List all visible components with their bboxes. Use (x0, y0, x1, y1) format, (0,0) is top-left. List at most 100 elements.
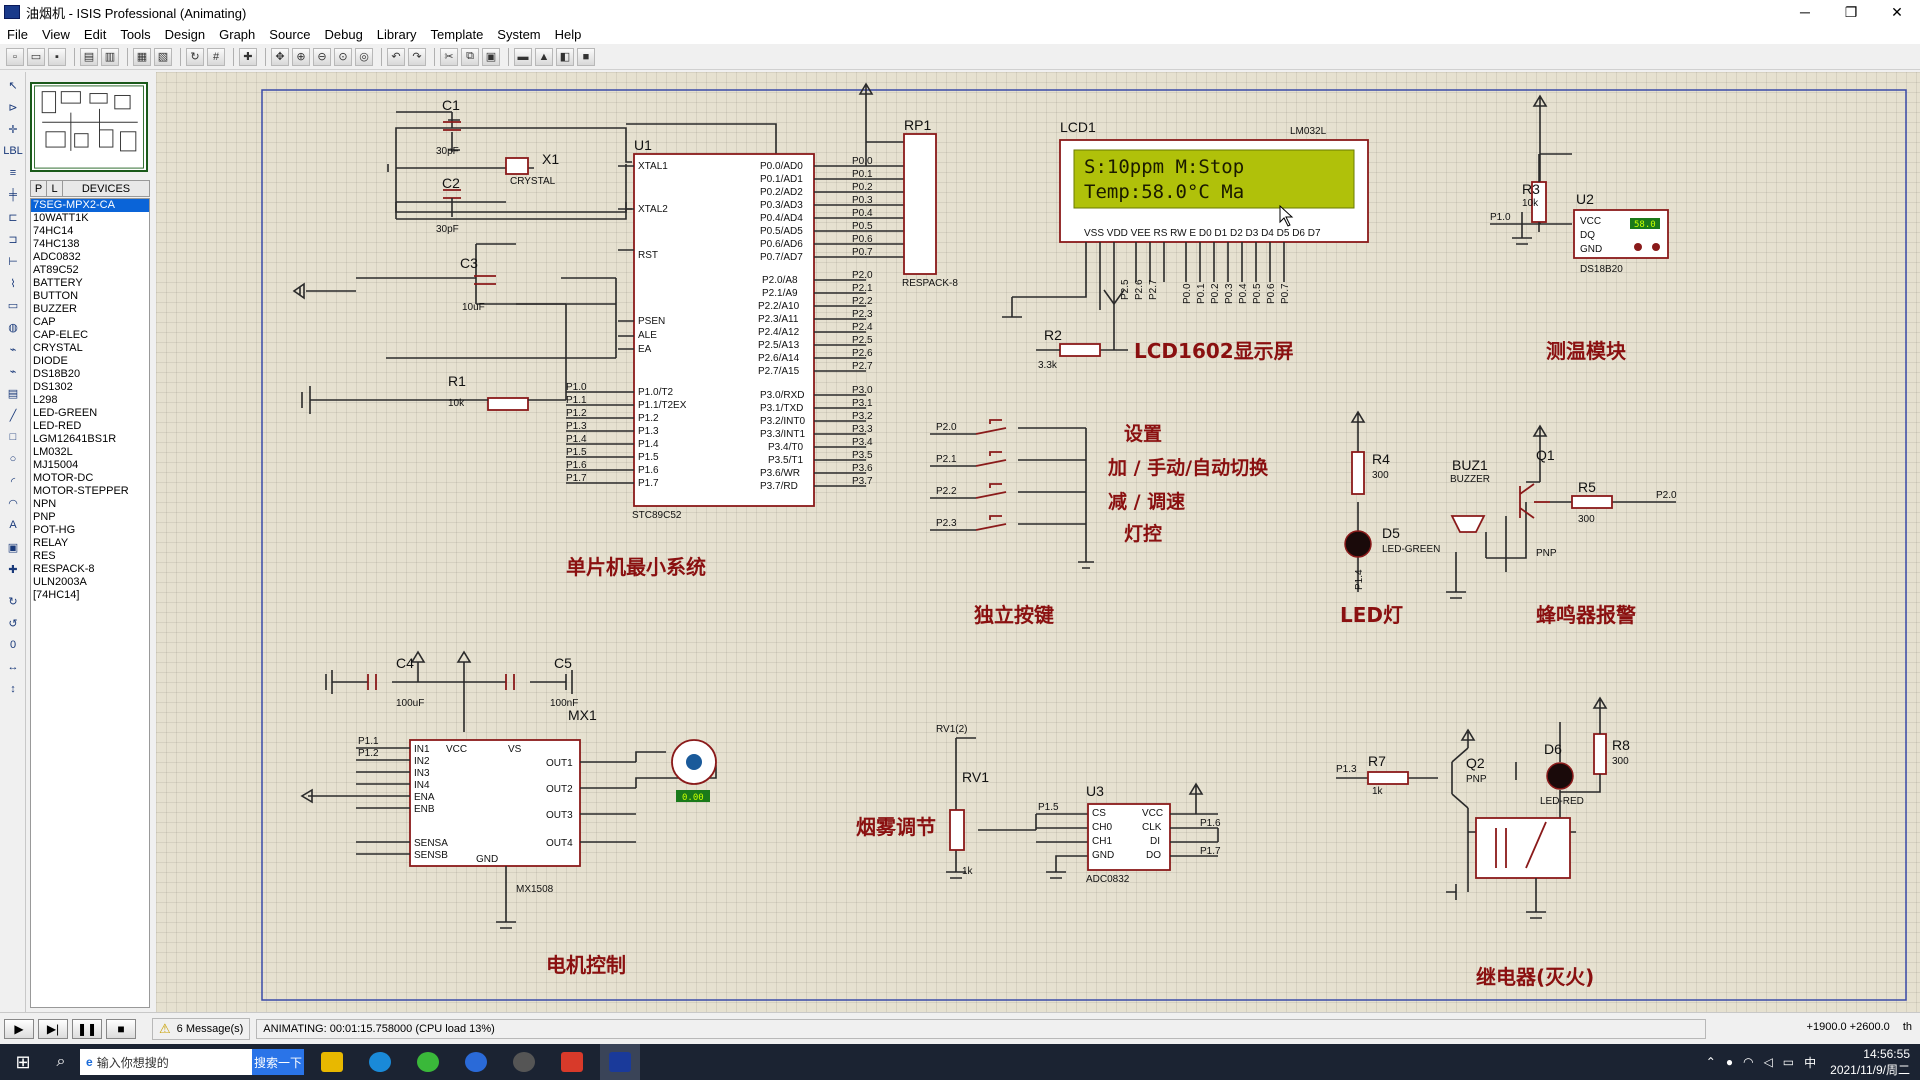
d5-led-green[interactable] (1344, 530, 1372, 558)
schematic-canvas[interactable]: .w { stroke: #2a2a2a; stroke-width: 1.6;… (156, 72, 1920, 1012)
generator-icon[interactable]: ◍ (8, 321, 18, 334)
terminal-icon[interactable]: ⊐ (8, 233, 18, 246)
green-app-icon[interactable] (408, 1044, 448, 1080)
subcircuit-icon[interactable]: ⊏ (8, 211, 18, 224)
symbol-icon[interactable]: ▣ (7, 541, 19, 554)
bus-icon[interactable]: ╪ (9, 189, 17, 201)
maximize-button[interactable]: ❐ (1844, 3, 1858, 20)
print-area-icon[interactable]: ▧ (154, 47, 172, 66)
pause-button[interactable]: ❚❚ (72, 1018, 102, 1039)
open-file-icon[interactable]: ▭ (27, 47, 45, 66)
network-icon[interactable]: ◠ (1743, 1055, 1754, 1069)
device-list-item[interactable]: BATTERY (33, 277, 83, 289)
block-copy-icon[interactable]: ▬ (514, 47, 532, 66)
menu-source[interactable]: Source (269, 26, 311, 42)
mirror-y-icon[interactable]: ↕ (10, 683, 16, 695)
r5-resistor[interactable] (1571, 495, 1613, 509)
buz1-buzzer[interactable] (1450, 515, 1486, 533)
menu-design[interactable]: Design (164, 26, 206, 42)
block-delete-icon[interactable]: ■ (577, 47, 595, 66)
rotate-cw-icon[interactable]: ↻ (8, 595, 18, 608)
u3-adc0832-body[interactable] (1087, 803, 1171, 871)
close-button[interactable]: ✕ (1891, 3, 1903, 20)
pdf-app-icon[interactable] (552, 1044, 592, 1080)
device-list-item[interactable]: LGM12641BS1R (33, 433, 117, 445)
isis-taskbar-icon[interactable] (600, 1044, 640, 1080)
origin-icon[interactable]: ✚ (239, 47, 257, 66)
box-icon[interactable]: □ (9, 431, 17, 443)
arc-icon[interactable]: ◜ (10, 475, 16, 488)
menu-tools[interactable]: Tools (120, 26, 151, 42)
d6-led-red[interactable] (1546, 762, 1574, 790)
menu-graph[interactable]: Graph (219, 26, 256, 42)
taskbar-search-box[interactable]: e 输入你想搜的 (80, 1049, 252, 1075)
overview-window[interactable] (30, 82, 148, 172)
x1-crystal[interactable] (505, 157, 529, 175)
r8-resistor[interactable] (1593, 733, 1607, 775)
device-list-item[interactable]: DIODE (33, 355, 68, 367)
text-icon[interactable]: A (9, 519, 17, 531)
device-list-item[interactable]: 10WATT1K (33, 212, 89, 224)
zoom-in-icon[interactable]: ⊕ (292, 47, 310, 66)
rp1-body[interactable] (903, 133, 937, 275)
tape-recorder-icon[interactable]: ▭ (7, 299, 19, 312)
r2-resistor[interactable] (1059, 343, 1101, 357)
device-list-item[interactable]: DS18B20 (33, 368, 81, 380)
device-list-item[interactable]: 7SEG-MPX2-CA (31, 199, 149, 212)
tray-chevron-icon[interactable]: ⌃ (1705, 1055, 1716, 1069)
menu-edit[interactable]: Edit (83, 26, 107, 42)
device-list-item[interactable]: RELAY (33, 537, 69, 549)
device-list-item[interactable]: LED-RED (33, 420, 82, 432)
new-file-icon[interactable]: ▫ (6, 47, 24, 66)
circle-icon[interactable]: ○ (9, 453, 17, 465)
device-list-item[interactable]: MOTOR-STEPPER (33, 485, 129, 497)
r4-resistor[interactable] (1351, 451, 1365, 495)
messages-indicator[interactable]: ⚠ 6 Message(s) (152, 1017, 251, 1040)
device-list-item[interactable]: BUZZER (33, 303, 77, 315)
rotation-angle-field[interactable]: 0 (9, 639, 17, 651)
redo-icon[interactable]: ↷ (408, 47, 426, 66)
mirror-x-icon[interactable]: ↔ (7, 661, 19, 673)
volume-icon[interactable]: ◁ (1763, 1055, 1773, 1069)
path-icon[interactable]: ◠ (8, 497, 18, 510)
print-icon[interactable]: ▦ (133, 47, 151, 66)
save-icon[interactable]: ▪ (48, 47, 66, 66)
windows-start-icon[interactable]: ⊞ (15, 1051, 31, 1072)
menu-template[interactable]: Template (430, 26, 484, 42)
wire-label-icon[interactable]: LBL (3, 145, 23, 157)
device-list-item[interactable]: 74HC14 (33, 225, 74, 237)
rotate-ccw-icon[interactable]: ↺ (8, 617, 18, 630)
graph-icon[interactable]: ⌇ (10, 277, 16, 290)
step-button[interactable]: ▶| (38, 1018, 68, 1039)
component-mode-icon[interactable]: ⊳ (8, 101, 18, 114)
device-list-item[interactable]: 74HC138 (33, 238, 80, 250)
search-button[interactable]: 搜索一下 (252, 1049, 304, 1075)
device-list-item[interactable]: DS1302 (33, 381, 73, 393)
ds18b20-button-plus[interactable] (1652, 243, 1660, 251)
text-script-icon[interactable]: ≡ (9, 167, 17, 179)
menu-system[interactable]: System (497, 26, 541, 42)
microphone-icon[interactable]: ● (1725, 1055, 1734, 1069)
voltage-probe-icon[interactable]: ⌁ (9, 343, 17, 356)
device-list-item[interactable]: L298 (33, 394, 58, 406)
device-list-item[interactable]: ADC0832 (33, 251, 81, 263)
mx1-driver-body[interactable] (409, 739, 581, 867)
selection-mode-icon[interactable]: ↖ (8, 79, 18, 92)
library-manager-tab[interactable]: L (47, 181, 63, 196)
pick-devices-tab[interactable]: P (31, 181, 47, 196)
menu-file[interactable]: File (7, 26, 28, 42)
device-list-item[interactable]: PNP (33, 511, 56, 523)
device-list-item[interactable]: CAP-ELEC (33, 329, 89, 341)
device-list-item[interactable]: MOTOR-DC (33, 472, 94, 484)
zoom-out-icon[interactable]: ⊖ (313, 47, 331, 66)
search-icon[interactable]: ⌕ (56, 1053, 66, 1070)
device-list-item[interactable]: NPN (33, 498, 57, 510)
r1-resistor[interactable] (487, 397, 529, 411)
zoom-all-icon[interactable]: ⊙ (334, 47, 352, 66)
u1-mcu-body[interactable] (633, 153, 815, 507)
undo-icon[interactable]: ↶ (387, 47, 405, 66)
virtual-instrument-icon[interactable]: ▤ (7, 387, 19, 400)
cut-icon[interactable]: ✂ (440, 47, 458, 66)
refresh-icon[interactable]: ↻ (186, 47, 204, 66)
